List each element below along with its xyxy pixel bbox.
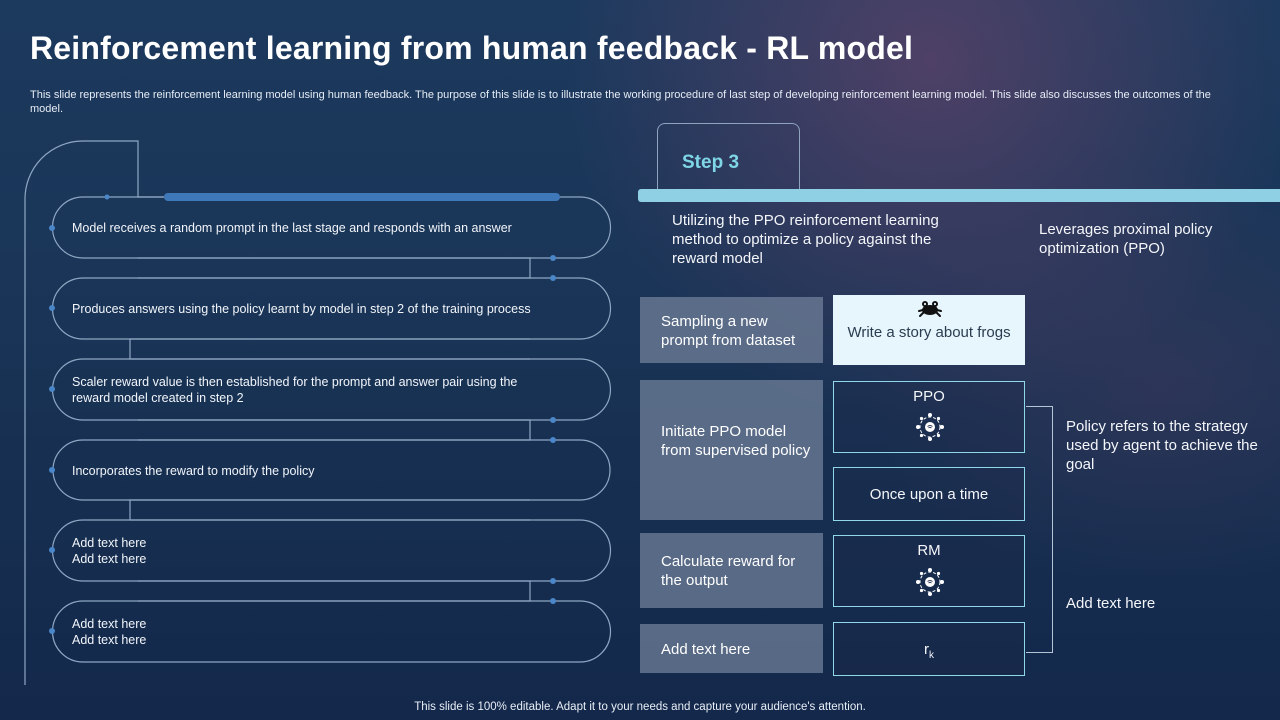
process-box-reward: Calculate reward for the output (640, 533, 823, 608)
flow-step-text: Produces answers using the policy learnt… (72, 302, 531, 316)
reward-value: rk (834, 641, 1024, 661)
flow-card (51, 277, 612, 340)
policy-note: Policy refers to the strategy used by ag… (1066, 418, 1258, 473)
right-add-text: Add text here (1066, 595, 1156, 612)
reward-symbol: r (924, 641, 929, 658)
generated-text: Once upon a time (869, 486, 989, 503)
flow-step-text: reward model created in step 2 (72, 391, 244, 405)
generated-text-box: Once upon a time (833, 467, 1025, 521)
flow-step-4: Incorporates the reward to modify the po… (72, 463, 572, 479)
ppo-label: PPO (913, 388, 945, 405)
process-box-add-text: Add text here (640, 624, 823, 673)
process-label: Add text here (661, 641, 751, 658)
step-intro: Utilizing the PPO reinforcement learning… (672, 212, 939, 267)
network-node-icon (916, 568, 944, 596)
flow-step-text: Add text here (72, 617, 147, 631)
step-label: Step 3 (682, 152, 740, 173)
process-label: Initiate PPO model from supervised polic… (661, 423, 811, 459)
flow-step-1: Model receives a random prompt in the la… (72, 220, 572, 236)
flow-step-text: Model receives a random prompt in the la… (72, 221, 512, 235)
flow-step-3: Scaler reward value is then established … (72, 374, 572, 406)
rm-label: RM (917, 542, 941, 559)
process-box-sampling: Sampling a new prompt from dataset (640, 297, 823, 363)
frog-icon (918, 301, 942, 317)
step-leverage-note: Leverages proximal policy optimization (… (1039, 221, 1213, 257)
bracket-line (1026, 406, 1053, 653)
flow-step-text: Incorporates the reward to modify the po… (72, 464, 315, 478)
flow-step-2: Produces answers using the policy learnt… (72, 301, 572, 317)
flow-step-6: Add text here Add text here (72, 616, 572, 648)
flow-step-5: Add text here Add text here (72, 535, 572, 567)
process-label: Sampling a new prompt from dataset (661, 313, 796, 349)
ppo-box: PPO (833, 381, 1025, 453)
network-node-icon (916, 413, 944, 441)
flow-card (51, 600, 612, 663)
flow-card (52, 439, 611, 501)
flow-card (51, 196, 612, 259)
prompt-text: Write a story about frogs (847, 324, 1011, 341)
flow-step-text: Scaler reward value is then established … (72, 375, 518, 389)
rm-box: RM (833, 535, 1025, 607)
flow-step-text: Add text here (72, 536, 147, 550)
process-box-initiate: Initiate PPO model from supervised polic… (640, 380, 823, 520)
flow-step-text: Add text here (72, 552, 147, 566)
step-bar (638, 189, 1280, 202)
slide-title: Reinforcement learning from human feedba… (30, 30, 914, 66)
step-tab (657, 123, 800, 194)
reward-box: rk (833, 622, 1025, 676)
prompt-box: Write a story about frogs (833, 295, 1025, 365)
process-label: Calculate reward for the output (661, 553, 796, 589)
flow-diagram (24, 140, 612, 685)
flow-step-text: Add text here (72, 633, 147, 647)
slide-description: This slide represents the reinforcement … (30, 89, 1211, 115)
reward-subscript: k (929, 650, 934, 661)
footer-note: This slide is 100% editable. Adapt it to… (414, 701, 866, 713)
flow-card (51, 519, 612, 582)
flow-card (51, 358, 612, 421)
